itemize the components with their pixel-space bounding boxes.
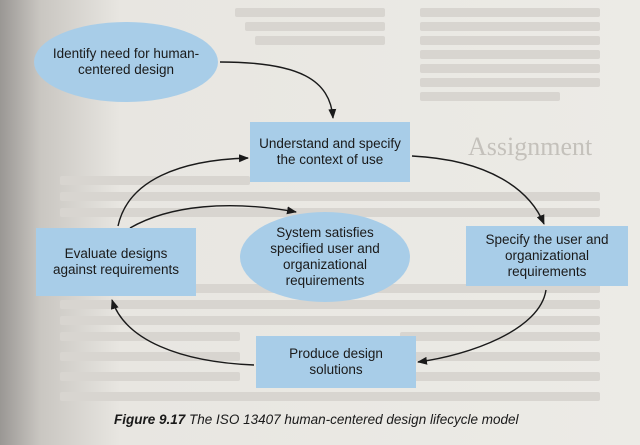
arrow-specify-to-produce [417, 289, 547, 365]
background-line [60, 392, 600, 401]
background-heading: Assignment [468, 132, 593, 161]
arrow-evaluate-to-understand [117, 154, 249, 227]
arrow-identify-to-understand [219, 61, 337, 119]
background-line [420, 78, 600, 87]
node-identify-need: Identify need for human-centered design [34, 22, 218, 102]
background-line [235, 8, 385, 17]
background-line [400, 372, 600, 381]
node-evaluate-designs: Evaluate designs against requirements [36, 228, 196, 296]
figure-label: Figure 9.17 [114, 412, 186, 427]
background-line [60, 316, 600, 325]
node-produce-solutions: Produce design solutions [256, 336, 416, 388]
arrow-understand-to-specify [411, 155, 545, 225]
background-line [60, 176, 250, 185]
background-line [60, 192, 600, 201]
background-line [400, 352, 600, 361]
background-line [420, 8, 600, 17]
arrow-evaluate-to-satisfies [129, 204, 297, 229]
background-line [60, 300, 600, 309]
node-system-satisfies: System satisfies specified user and orga… [240, 212, 410, 302]
node-understand-context: Understand and specify the context of us… [250, 122, 410, 182]
figure-caption: Figure 9.17 The ISO 13407 human-centered… [114, 412, 519, 427]
background-line [400, 332, 600, 341]
background-line [420, 22, 600, 31]
background-line [60, 372, 240, 381]
background-line [420, 36, 600, 45]
background-line [420, 64, 600, 73]
background-line [420, 50, 600, 59]
background-line [60, 332, 240, 341]
background-line [245, 22, 385, 31]
figure-caption-text: The ISO 13407 human-centered design life… [189, 412, 519, 427]
background-line [255, 36, 385, 45]
background-line [60, 352, 240, 361]
background-line [420, 92, 560, 101]
node-specify-requirements: Specify the user and organizational requ… [466, 226, 628, 286]
arrow-produce-to-evaluate [110, 299, 255, 366]
